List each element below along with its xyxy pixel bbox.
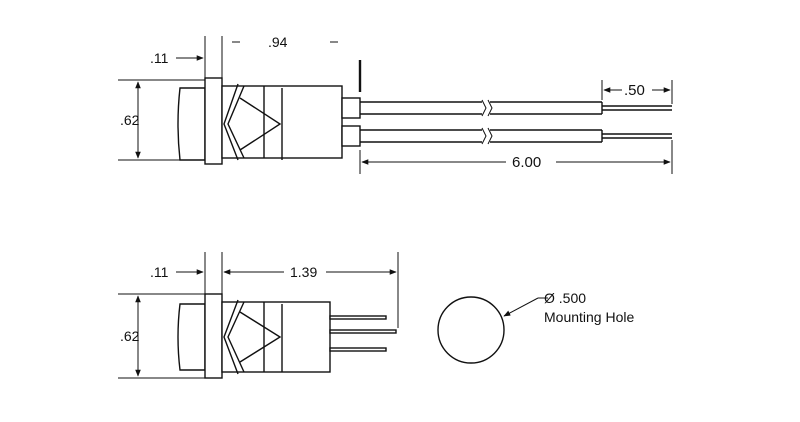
- top-view: .11 .94 .62 .50 6.: [118, 34, 673, 174]
- bezel-flange: [204, 77, 223, 165]
- dim-height-bottom-label: .62: [120, 328, 140, 344]
- bezel-flange: [204, 293, 223, 379]
- dim-strip-length: .50: [601, 80, 673, 104]
- dim-overall-length: 1.39: [223, 252, 399, 328]
- terminal-collar-lower: [341, 125, 361, 147]
- mounting-hole: Ø .500 Mounting Hole: [437, 290, 634, 364]
- bottom-view: .11 1.39 .62: [118, 252, 399, 379]
- dim-strip-length-label: .50: [624, 82, 645, 99]
- pins: [329, 315, 397, 352]
- mounting-hole-diameter: Ø .500: [544, 290, 586, 306]
- dim-body-length-top-label: .94: [268, 34, 288, 50]
- mounting-hole-circle: [437, 296, 505, 364]
- diode-symbol: [223, 299, 283, 375]
- dim-bezel-width-bottom: .11: [150, 252, 223, 294]
- dim-bezel-width-top-label: .11: [150, 50, 169, 66]
- lens: [177, 87, 206, 161]
- dim-height-bottom: .62: [118, 293, 205, 379]
- dim-overall-length-label: 1.39: [290, 264, 317, 280]
- dim-bezel-width-bottom-label: .11: [150, 264, 169, 280]
- dim-height-top: .62: [118, 79, 205, 161]
- mounting-hole-label: Mounting Hole: [544, 309, 634, 325]
- dim-bezel-width-top: .11: [150, 36, 223, 78]
- diode-symbol: [223, 83, 283, 161]
- dim-height-top-label: .62: [120, 112, 140, 128]
- lead-lower: [360, 127, 672, 145]
- lens: [177, 303, 206, 371]
- lead-upper: [360, 99, 672, 117]
- dim-body-length-top: .94: [232, 34, 362, 92]
- terminal-collar-upper: [341, 97, 361, 119]
- dim-lead-length: 6.00: [359, 140, 673, 174]
- dim-lead-length-label: 6.00: [512, 154, 541, 171]
- body-outline: [221, 301, 331, 373]
